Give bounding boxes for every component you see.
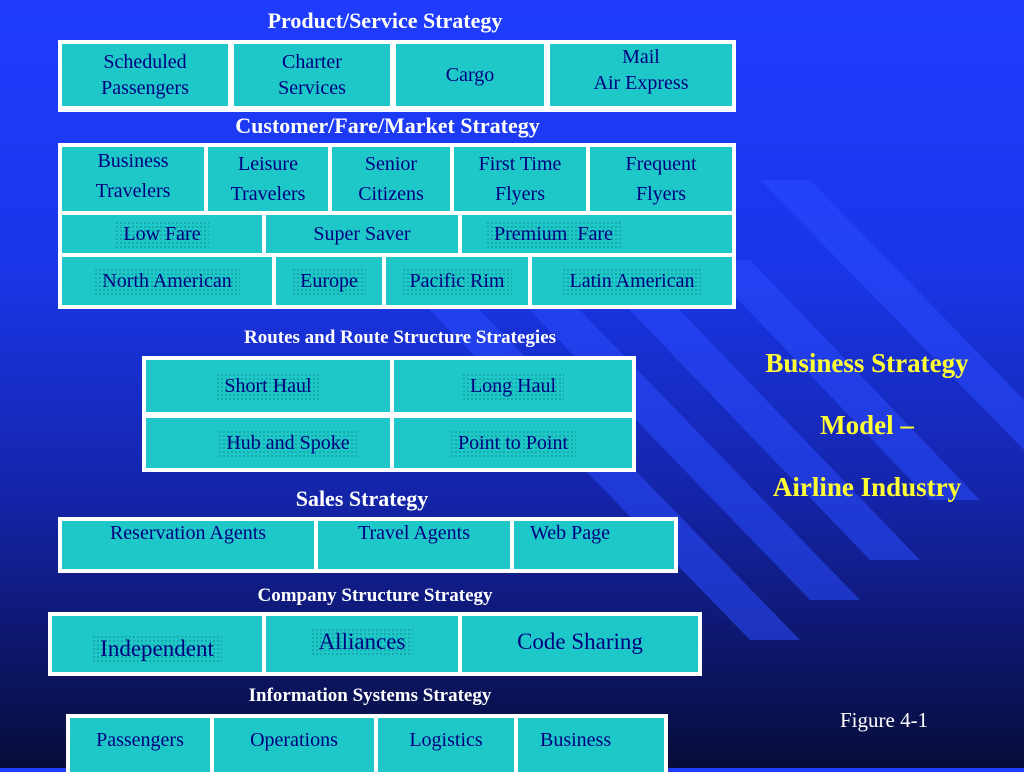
product-scheduled-passengers[interactable]: Scheduled Passengers [62, 44, 228, 106]
product-cargo[interactable]: Cargo [396, 44, 544, 106]
market-europe[interactable]: Europe [276, 257, 382, 305]
market-latin-american[interactable]: Latin American [532, 257, 732, 305]
market-north-american[interactable]: North American [62, 257, 272, 305]
company-code-sharing[interactable]: Code Sharing [462, 616, 698, 672]
information-systems-group: Passengers Operations Logistics Business [66, 714, 668, 772]
routes-title: Routes and Route Structure Strategies [243, 327, 557, 348]
product-mail-air-express[interactable]: Mail Air Express [550, 44, 732, 106]
is-logistics[interactable]: Logistics [378, 718, 514, 772]
company-alliances[interactable]: Alliances [266, 616, 458, 672]
model-title-line-2: Model – [820, 410, 914, 440]
fare-super-saver[interactable]: Super Saver [266, 215, 458, 253]
customer-fare-market-title: Customer/Fare/Market Strategy [235, 113, 540, 138]
sales-title: Sales Strategy [295, 486, 429, 511]
fare-low-fare[interactable]: Low Fare [62, 215, 262, 253]
sales-web-page[interactable]: Web Page [514, 521, 674, 569]
customer-senior-citizens[interactable]: Senior Citizens [332, 147, 450, 211]
fare-premium-fare[interactable]: Premium Fare [462, 215, 732, 253]
model-title-line-3: Airline Industry [772, 472, 962, 502]
route-short-haul[interactable]: Short Haul [146, 360, 390, 412]
product-service-group: Scheduled Passengers Charter Services Ca… [58, 40, 736, 112]
is-operations[interactable]: Operations [214, 718, 374, 772]
is-business[interactable]: Business [518, 718, 664, 772]
routes-group: Short Haul Long Haul Hub and Spoke Point… [142, 356, 636, 472]
is-passengers[interactable]: Passengers [70, 718, 210, 772]
sales-travel-agents[interactable]: Travel Agents [318, 521, 510, 569]
route-hub-and-spoke[interactable]: Hub and Spoke [146, 418, 390, 468]
model-title-line-1: Business Strategy [765, 348, 969, 378]
company-structure-group: Independent Alliances Code Sharing [48, 612, 702, 676]
route-point-to-point[interactable]: Point to Point [394, 418, 632, 468]
sales-group: Reservation Agents Travel Agents Web Pag… [58, 517, 678, 573]
information-systems-title: Information Systems Strategy [248, 685, 492, 706]
product-service-title: Product/Service Strategy [267, 8, 503, 33]
customer-frequent-flyers[interactable]: Frequent Flyers [590, 147, 732, 211]
sales-reservation-agents[interactable]: Reservation Agents [62, 521, 314, 569]
company-structure-title: Company Structure Strategy [257, 585, 493, 606]
route-long-haul[interactable]: Long Haul [394, 360, 632, 412]
product-charter-services[interactable]: Charter Services [234, 44, 390, 106]
market-pacific-rim[interactable]: Pacific Rim [386, 257, 528, 305]
customer-first-time-flyers[interactable]: First Time Flyers [454, 147, 586, 211]
customer-business-travelers[interactable]: Business Travelers [62, 147, 204, 211]
customer-fare-market-group: Business Travelers Leisure Travelers Sen… [58, 143, 736, 309]
customer-leisure-travelers[interactable]: Leisure Travelers [208, 147, 328, 211]
figure-label: Figure 4-1 [840, 708, 929, 732]
company-independent[interactable]: Independent [52, 616, 262, 672]
model-title: Business Strategy Model – Airline Indust… [728, 332, 1006, 518]
